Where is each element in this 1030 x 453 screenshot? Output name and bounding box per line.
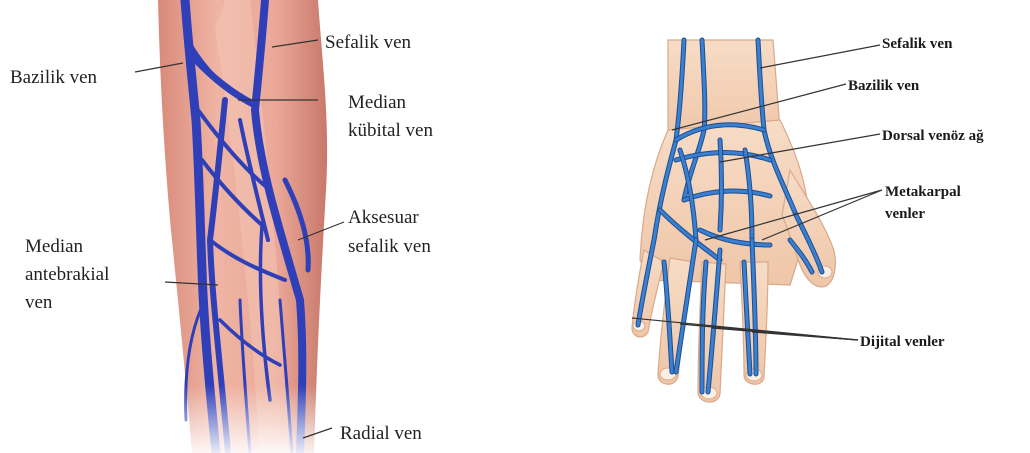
label-dorsal-venoz-ag: Dorsal venöz ağ: [882, 128, 984, 144]
forearm-bottom-fade: [150, 0, 340, 453]
label-metakarpal-line2: venler: [885, 206, 925, 222]
label-median-antebrakial-line3: ven: [25, 292, 53, 313]
label-median-antebrakial-line1: Median: [25, 236, 84, 257]
label-dijital-venler: Dijital venler: [860, 334, 945, 350]
label-aksesuar-line2: sefalik ven: [348, 236, 431, 257]
hand-illustration: Sefalik ven Bazilik ven Dorsal venöz ağ …: [632, 36, 984, 402]
label-aksesuar-line1: Aksesuar: [348, 207, 419, 228]
label-median-kubital-line2: kübital ven: [348, 120, 433, 141]
hand-vein: [720, 140, 722, 230]
label-sefalik-ven: Sefalik ven: [325, 32, 412, 53]
label-bazilik-ven: Bazilik ven: [10, 67, 98, 88]
forearm-illustration: Bazilik ven Sefalik ven Median kübital v…: [10, 0, 433, 453]
label-hand-bazilik-ven: Bazilik ven: [848, 78, 920, 94]
label-metakarpal-line1: Metakarpal: [885, 184, 961, 200]
label-median-antebrakial-line2: antebrakial: [25, 264, 109, 285]
label-median-kubital-line1: Median: [348, 92, 407, 113]
label-hand-sefalik-ven: Sefalik ven: [882, 36, 953, 52]
label-radial-ven: Radial ven: [340, 423, 422, 444]
